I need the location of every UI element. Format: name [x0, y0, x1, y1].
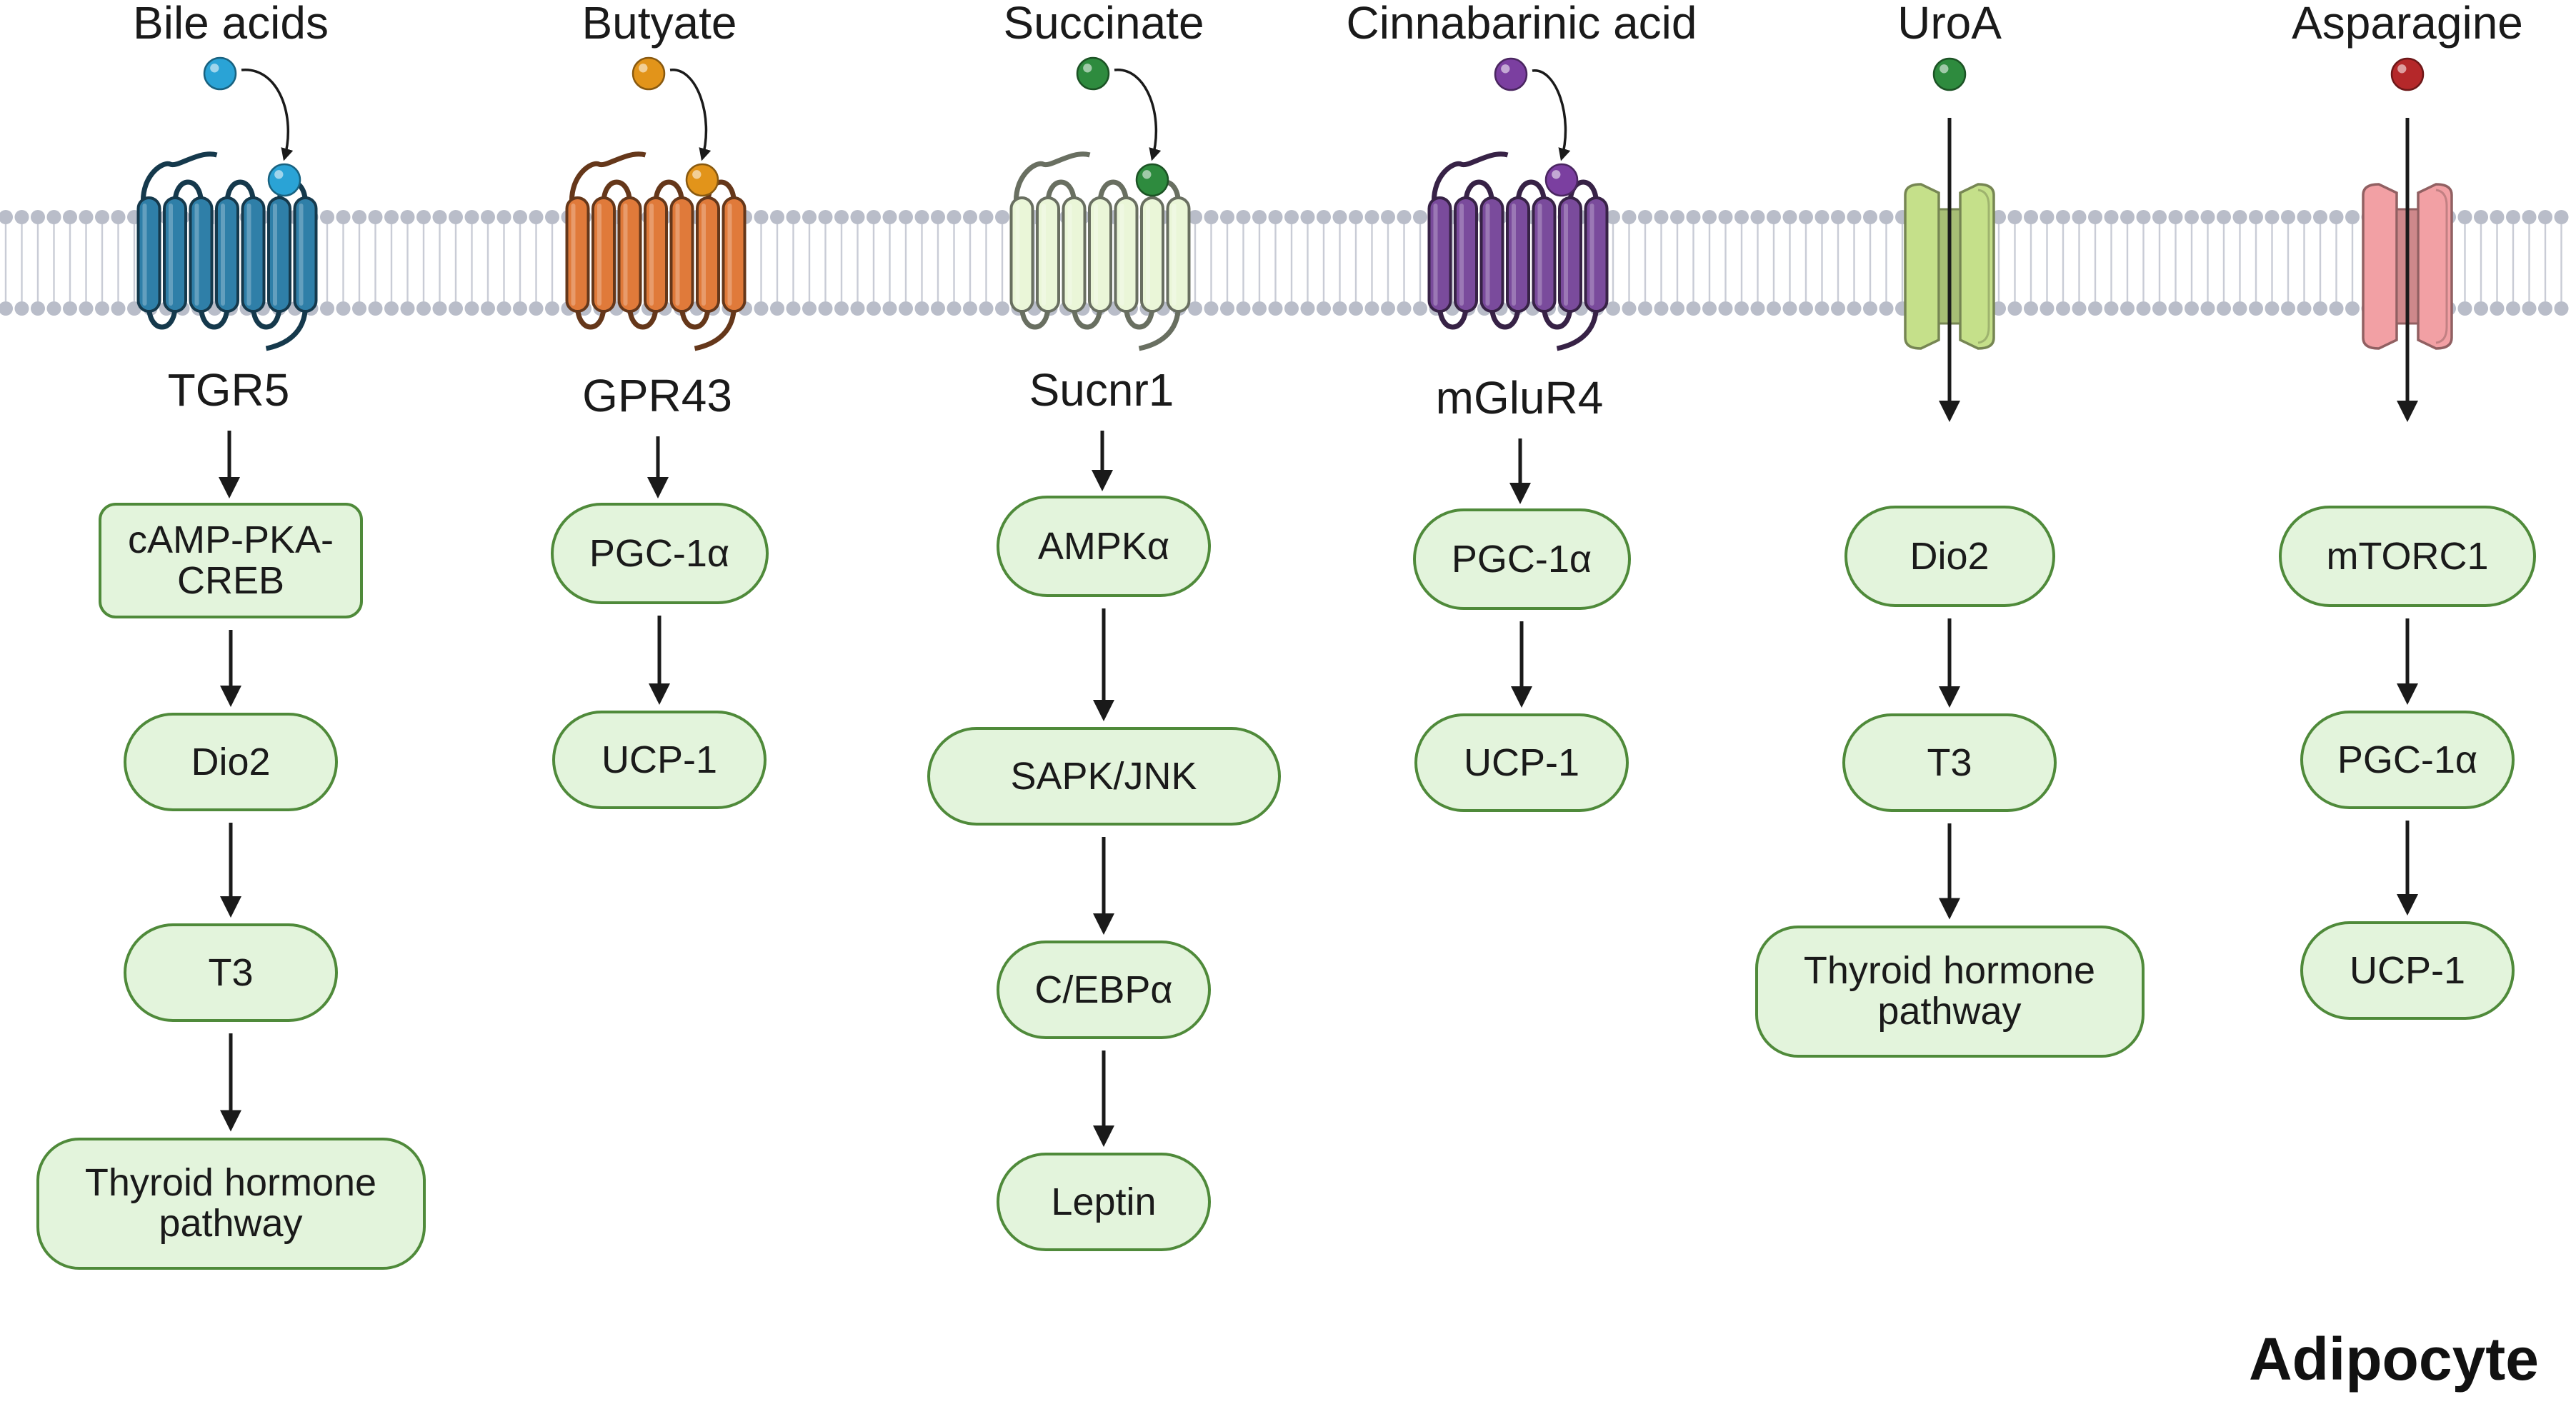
pathway-node: Thyroid hormone pathway [36, 1137, 426, 1270]
pathway-node-label: SAPK/JNK [1010, 754, 1197, 798]
pathway-node-label: UCP-1 [1463, 741, 1580, 784]
pathway-node: PGC-1α [1412, 508, 1631, 610]
pathway-node-label: cAMP-PKA- CREB [127, 518, 334, 602]
bound-ligand-succinate [1135, 163, 1169, 197]
ligand-label-asparagine: Asparagine [2292, 0, 2523, 49]
ligand-ball-cinnabarinic-acid [1494, 57, 1528, 91]
pathway-node-label: C/EBPα [1034, 968, 1173, 1011]
pathway-node: Thyroid hormone pathway [1754, 925, 2145, 1058]
ligand-label-uroa: UroA [1897, 0, 2002, 49]
ligand-ball-bile-acids [203, 56, 237, 91]
pathway-node: PGC-1α [2300, 711, 2515, 809]
pathway-node: Dio2 [124, 713, 338, 811]
binding-arrow [1532, 69, 1571, 161]
pathway-column-asparagine [2362, 57, 2453, 916]
pathway-column-cinnabarinic-acid [1427, 57, 1609, 708]
ligand-label-bile-acids: Bile acids [133, 0, 329, 49]
receptor-label-succinate: Sucnr1 [1029, 364, 1174, 416]
pathway-node-label: Dio2 [191, 740, 271, 783]
pathway-column-butyate [565, 56, 747, 705]
binding-arrow [241, 69, 294, 161]
ligand-ball-asparagine [2390, 57, 2425, 91]
diagram-title: Adipocyte [2248, 1325, 2539, 1393]
pathway-node-label: PGC-1α [1451, 537, 1592, 581]
ligand-ball-uroa [1932, 57, 1967, 91]
pathway-node: UCP-1 [1414, 713, 1629, 812]
pathway-node: cAMP-PKA- CREB [99, 503, 363, 618]
pathway-node: mTORC1 [2279, 506, 2536, 607]
cell-membrane [0, 210, 2569, 316]
pathway-node-label: Thyroid hormone pathway [1803, 949, 2096, 1033]
binding-arrow [1114, 69, 1162, 161]
pathway-node: SAPK/JNK [927, 727, 1281, 826]
pathway-node-label: T3 [1927, 741, 1972, 784]
pathway-node-label: mTORC1 [2326, 534, 2489, 578]
ligand-label-cinnabarinic-acid: Cinnabarinic acid [1346, 0, 1697, 49]
receptor-label-butyate: GPR43 [582, 370, 732, 421]
binding-arrow [669, 69, 712, 161]
pathway-node: Leptin [997, 1153, 1211, 1251]
pathway-node-label: PGC-1α [2337, 738, 2478, 781]
pathway-node: UCP-1 [2300, 921, 2515, 1020]
ligand-label-butyate: Butyate [581, 0, 737, 49]
bound-ligand-cinnabarinic-acid [1544, 163, 1579, 197]
receptor-label-cinnabarinic-acid: mGluR4 [1435, 372, 1604, 423]
pathway-node-label: Thyroid hormone pathway [84, 1161, 377, 1245]
pathway-node-label: AMPKα [1037, 524, 1170, 568]
pathway-column-uroa [1904, 57, 1995, 920]
ligand-ball-butyate [631, 56, 666, 91]
bound-ligand-butyate [685, 163, 719, 197]
pathway-node-label: UCP-1 [2349, 948, 2466, 992]
pathway-node-label: T3 [208, 951, 254, 994]
receptor-label-bile-acids: TGR5 [167, 364, 290, 416]
pathway-column-succinate [1009, 56, 1191, 1147]
ligand-ball-succinate [1076, 56, 1110, 91]
pathway-node-label: Dio2 [1909, 534, 1990, 578]
pathway-node: AMPKα [997, 496, 1211, 597]
pathway-node-label: UCP-1 [601, 738, 718, 781]
pathway-column-bile-acids [136, 56, 318, 1132]
pathway-node: C/EBPα [997, 941, 1211, 1039]
channel-uroa [1904, 183, 1995, 350]
bound-ligand-bile-acids [267, 163, 301, 197]
receptor-succinate [1009, 151, 1191, 351]
receptor-cinnabarinic-acid [1427, 151, 1609, 351]
pathway-node: PGC-1α [550, 503, 769, 604]
pathway-node-label: PGC-1α [589, 531, 730, 575]
receptor-butyate [565, 151, 747, 351]
pathway-node: T3 [1842, 713, 2057, 812]
pathway-node: Dio2 [1844, 506, 2055, 607]
pathway-node: UCP-1 [552, 711, 767, 809]
pathway-node-label: Leptin [1051, 1180, 1157, 1223]
pathway-node: T3 [124, 923, 338, 1022]
ligand-label-succinate: Succinate [1003, 0, 1204, 49]
